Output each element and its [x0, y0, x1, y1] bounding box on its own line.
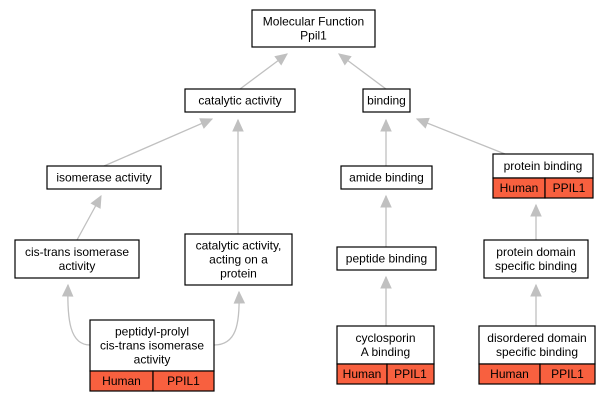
go-term-label-line: cyclosporin — [355, 331, 415, 345]
arrowhead-icon — [415, 117, 430, 129]
go-term-box — [184, 233, 293, 286]
go-term-label-line: protein — [220, 267, 257, 281]
arrowhead-icon — [199, 118, 214, 129]
arrowhead-icon — [233, 290, 246, 304]
gene-tag-label: PPIL1 — [553, 181, 586, 195]
go-term-box — [336, 246, 437, 271]
arrowhead-icon — [90, 194, 102, 209]
go-term-box — [46, 165, 162, 190]
species-tag-label: Human — [490, 367, 529, 381]
go-term-label-line: catalytic activity — [198, 94, 281, 108]
go-term-peptide-binding[interactable]: peptide binding — [336, 246, 437, 271]
go-term-box — [251, 9, 376, 48]
go-term-label-line: binding — [367, 94, 406, 108]
edges — [61, 53, 542, 346]
go-term-label-line: peptidyl-prolyl — [115, 325, 189, 339]
go-term-label-line: acting on a — [209, 253, 268, 267]
arrowhead-icon — [338, 53, 352, 66]
gene-tag-label: PPIL1 — [167, 374, 200, 388]
arrowhead-icon — [61, 283, 74, 297]
go-term-label-line: cis-trans isomerase — [25, 245, 129, 259]
species-tag-label: Human — [102, 374, 141, 388]
gene-tag — [386, 363, 435, 385]
go-term-label-line: cis-trans isomerase — [100, 339, 204, 353]
go-term-box — [184, 88, 296, 113]
go-term-label-line: A binding — [361, 345, 410, 359]
go-term-box — [340, 165, 433, 190]
gene-tag — [544, 177, 594, 199]
go-term-label-line: protein binding — [504, 159, 583, 173]
go-term-label-line: Ppil1 — [300, 29, 327, 43]
species-tag-label: Human — [343, 367, 382, 381]
arrowhead-icon — [274, 53, 288, 66]
go-term-binding[interactable]: binding — [362, 88, 411, 113]
go-term-label-line: catalytic activity, — [196, 239, 282, 253]
go-term-label-line: peptide binding — [346, 252, 427, 266]
go-term-label-line: specific binding — [496, 345, 578, 359]
species-tag-label: Human — [500, 181, 539, 195]
gene-tag — [539, 363, 596, 385]
go-term-label-line: disordered domain — [487, 331, 586, 345]
go-term-label-line: amide binding — [349, 171, 424, 185]
arrowhead-icon — [380, 275, 392, 289]
edge-isomerase_activity-to-catalytic_activity — [103, 118, 213, 167]
go-term-box — [483, 239, 589, 279]
arrowhead-icon — [530, 283, 542, 297]
gene-tag-label: PPIL1 — [551, 367, 584, 381]
go-term-label-line: protein domain — [496, 245, 575, 259]
go-term-label-line: Molecular Function — [263, 15, 364, 29]
gene-tag — [152, 370, 215, 392]
go-term-label-line: isomerase activity — [56, 171, 151, 185]
edge-protein_binding-to-binding — [416, 118, 506, 155]
go-term-isomerase-activity[interactable]: isomerase activity — [46, 165, 162, 190]
go-term-box — [362, 88, 411, 113]
go-term-label-line: specific binding — [495, 259, 577, 273]
go-term-box — [89, 319, 215, 372]
go-term-amide-binding[interactable]: amide binding — [340, 165, 433, 190]
go-term-box — [14, 239, 140, 279]
go-term-catalytic-activity[interactable]: catalytic activity — [184, 88, 296, 113]
gene-tag-label: PPIL1 — [394, 367, 427, 381]
arrowhead-icon — [380, 118, 392, 132]
go-term-label-line: activity — [134, 353, 171, 367]
arrowhead-icon — [380, 194, 392, 208]
arrowhead-icon — [232, 118, 244, 132]
go-term-box — [478, 325, 596, 365]
arrowhead-icon — [530, 203, 542, 217]
go-term-box — [492, 153, 594, 179]
go-term-label-line: activity — [59, 259, 96, 273]
